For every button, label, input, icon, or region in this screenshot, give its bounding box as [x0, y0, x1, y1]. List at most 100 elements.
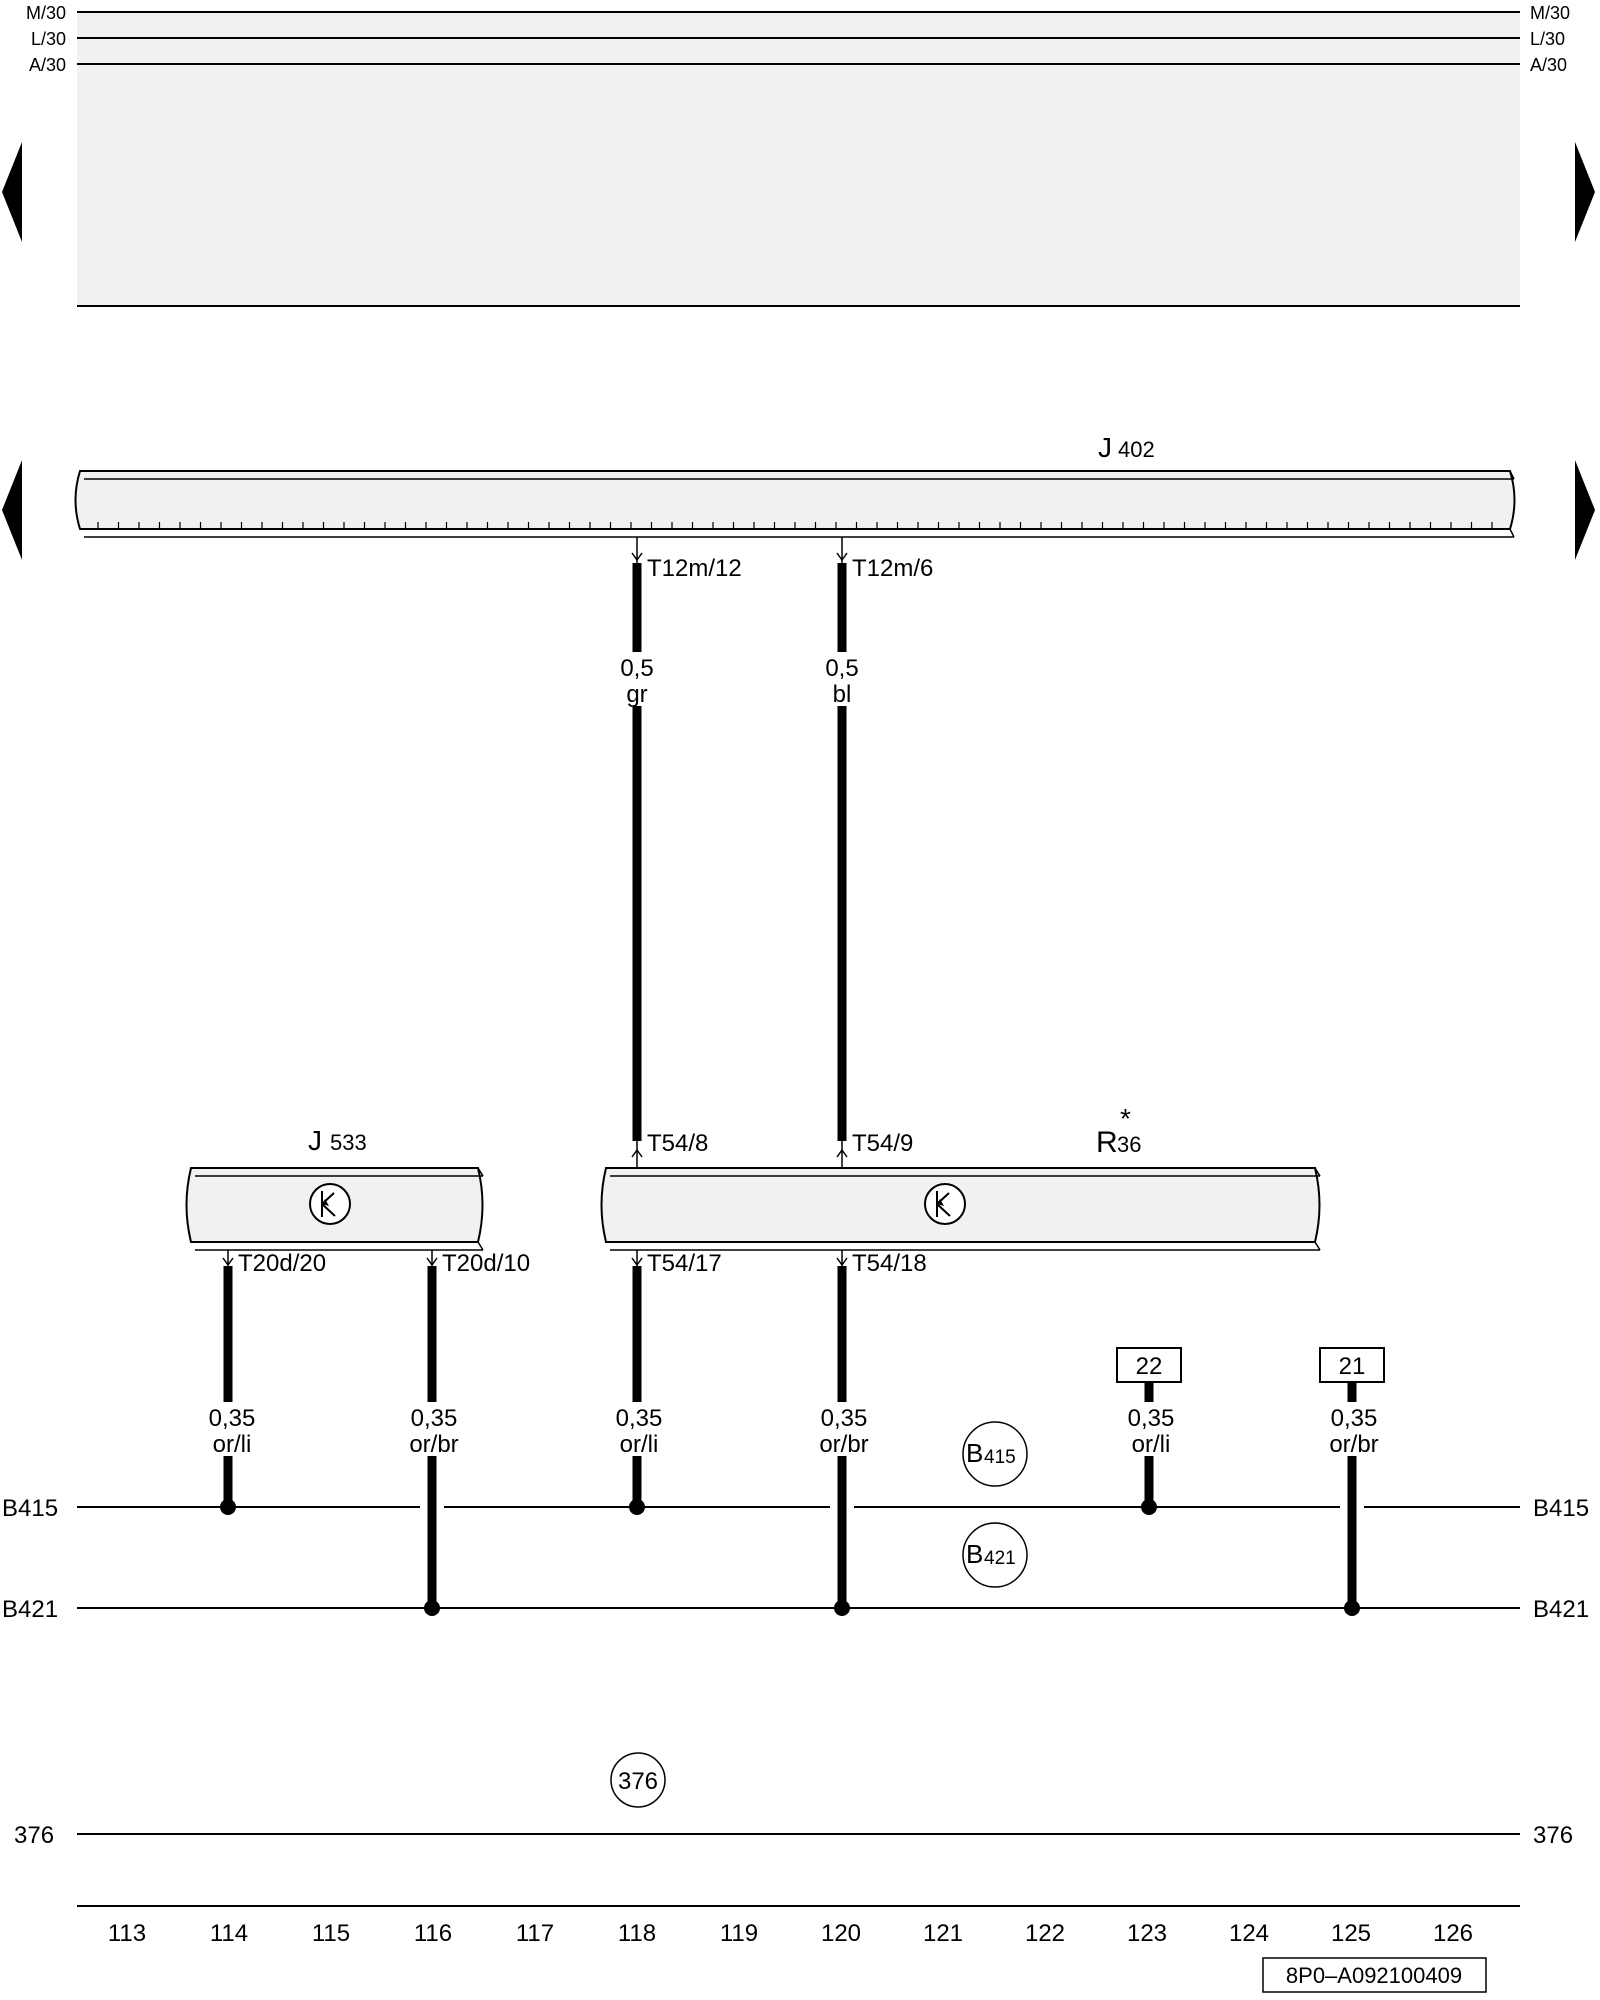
wire-color: or/li	[213, 1431, 252, 1458]
rail-label-b415-left: B415	[2, 1495, 58, 1522]
rail-label-b421-left: B421	[2, 1596, 58, 1623]
b415-reference-circle	[962, 1421, 1028, 1487]
can-bus-symbol-icon	[924, 1183, 966, 1225]
wire-size: 0,5	[825, 655, 858, 682]
connector-arrow-icon	[631, 1257, 643, 1267]
cross-reference-box[interactable]	[1319, 1347, 1385, 1383]
column-number: 114	[210, 1920, 248, 1947]
column-number: 126	[1433, 1920, 1473, 1947]
arrow-left-icon[interactable]	[2, 460, 22, 560]
document-code: 8P0–A092100409	[1286, 1963, 1462, 1988]
splice-point	[834, 1600, 850, 1616]
column-number: 125	[1331, 1920, 1371, 1947]
wire-label-mask	[812, 1402, 872, 1456]
rail-label-a30-left: A/30	[29, 55, 66, 75]
pin-label: T54/8	[647, 1130, 708, 1157]
connector-arrow-icon	[631, 552, 643, 562]
column-number: 120	[821, 1920, 861, 1947]
connector-arrow-icon	[222, 1257, 234, 1267]
b421-circle-letter: B	[966, 1539, 983, 1569]
wire-label-mask	[200, 1402, 260, 1456]
b421-reference-circle	[962, 1522, 1028, 1588]
rail-label-l30-left: L/30	[31, 29, 66, 49]
b415-circle-number: 415	[984, 1447, 1016, 1468]
connector-arrow-icon	[836, 1257, 848, 1267]
column-number: 119	[720, 1920, 758, 1947]
column-number: 116	[414, 1920, 452, 1947]
j533-number: 533	[330, 1130, 367, 1155]
rail-label-l30-right: L/30	[1530, 29, 1565, 49]
rail-label-b415-right: B415	[1533, 1495, 1589, 1522]
wire-label-mask	[1119, 1402, 1179, 1456]
splice-point	[629, 1499, 645, 1515]
rail-label-a30-right: A/30	[1530, 55, 1567, 75]
column-number: 124	[1229, 1920, 1269, 1947]
b421-circle-number: 421	[984, 1548, 1016, 1569]
wire-size: 0,35	[411, 1405, 458, 1432]
column-numbers: 113 114 115 116 117 118 119 120 121 122 …	[108, 1920, 1473, 1947]
splice-point	[1141, 1499, 1157, 1515]
r36-number: 36	[1117, 1132, 1141, 1157]
pin-label: T12m/12	[647, 555, 742, 582]
column-number: 113	[108, 1920, 146, 1947]
wire-label-mask	[402, 1402, 462, 1456]
b415-circle-letter: B	[966, 1438, 983, 1468]
wire-size: 0,5	[620, 655, 653, 682]
wire-color: or/br	[819, 1431, 868, 1458]
pin-label: T54/18	[852, 1250, 927, 1277]
arrow-left-icon[interactable]	[2, 142, 22, 242]
wire-label-mask	[1322, 1402, 1382, 1456]
connector-arrow-icon	[836, 1148, 848, 1158]
pin-label: T54/9	[852, 1130, 913, 1157]
wire-size: 0,35	[1128, 1405, 1175, 1432]
ground-376-circle-label: 376	[618, 1768, 658, 1795]
wire-size: 0,35	[821, 1405, 868, 1432]
j402-letter: J	[1098, 432, 1112, 463]
top-bus-area	[77, 12, 1520, 306]
rail-label-376-right: 376	[1533, 1822, 1573, 1849]
cross-reference-number: 21	[1339, 1353, 1366, 1380]
arrow-right-icon[interactable]	[1575, 142, 1595, 242]
cross-reference-box[interactable]	[1116, 1347, 1182, 1383]
j533-letter: J	[308, 1125, 322, 1156]
cross-reference-number: 22	[1136, 1353, 1163, 1380]
column-number: 122	[1025, 1920, 1065, 1947]
wire-label-mask	[817, 652, 867, 706]
wire-color: or/li	[620, 1431, 659, 1458]
column-number: 115	[312, 1920, 350, 1947]
wire-label-mask	[607, 1402, 667, 1456]
wire-label-mask	[612, 652, 662, 706]
rail-label-m30-left: M/30	[26, 3, 66, 23]
rail-label-m30-right: M/30	[1530, 3, 1570, 23]
column-number: 118	[618, 1920, 656, 1947]
r36-asterisk: *	[1120, 1103, 1131, 1134]
pin-label: T12m/6	[852, 555, 933, 582]
wire-size: 0,35	[616, 1405, 663, 1432]
connector-arrow-icon	[426, 1257, 438, 1267]
wire-color: or/br	[1329, 1431, 1378, 1458]
r36-letter: R	[1096, 1126, 1118, 1159]
column-number: 123	[1127, 1920, 1167, 1947]
j402-pin-ticks	[97, 522, 1493, 529]
ground-376-reference-circle	[610, 1752, 666, 1808]
wire-size: 0,35	[1331, 1405, 1378, 1432]
can-bus-symbol-icon	[309, 1183, 351, 1225]
connector-arrow-icon	[631, 1148, 643, 1158]
connector-arrow-icon	[836, 552, 848, 562]
pin-label: T54/17	[647, 1250, 722, 1277]
wire-size: 0,35	[209, 1405, 256, 1432]
wire-color: or/br	[409, 1431, 458, 1458]
j402-number: 402	[1118, 437, 1155, 462]
arrow-right-icon[interactable]	[1575, 460, 1595, 560]
rail-label-376-left: 376	[14, 1822, 54, 1849]
rail-label-b421-right: B421	[1533, 1596, 1589, 1623]
wire-color: or/li	[1132, 1431, 1171, 1458]
column-number: 117	[516, 1920, 554, 1947]
splice-point	[220, 1499, 236, 1515]
pin-label: T20d/10	[442, 1250, 530, 1277]
component-j402[interactable]	[74, 470, 1516, 538]
pin-label: T20d/20	[238, 1250, 326, 1277]
splice-point	[424, 1600, 440, 1616]
